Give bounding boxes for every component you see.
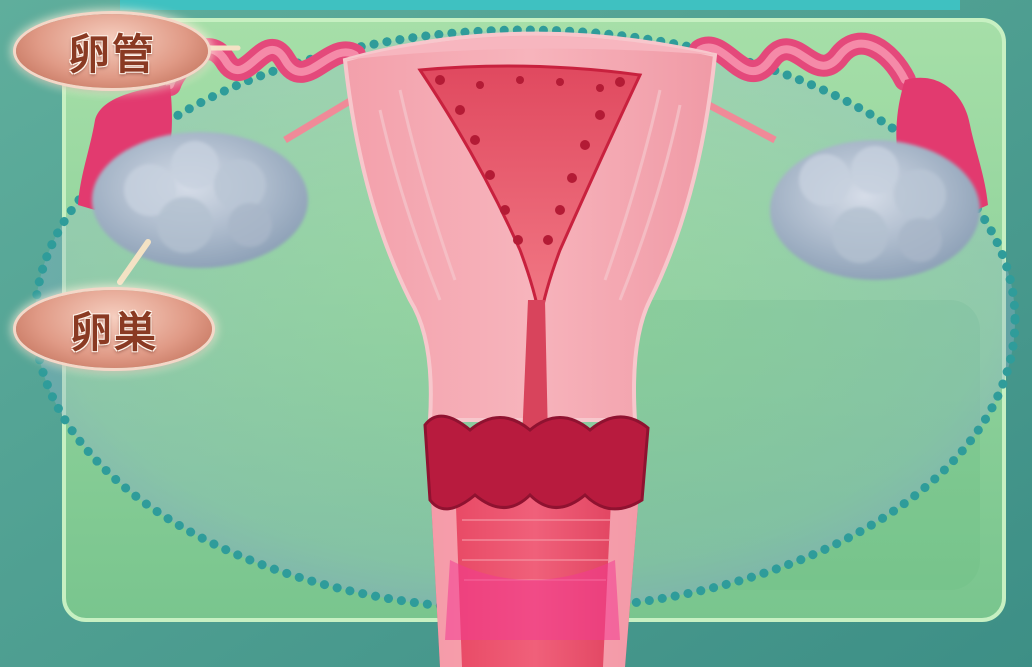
top-strip xyxy=(120,0,960,10)
fallopian-tube-label: 卵管 xyxy=(16,14,208,88)
cervix xyxy=(425,416,648,509)
fallopian-tube-label-text: 卵管 xyxy=(68,21,156,82)
ovary-right xyxy=(770,140,980,280)
ovary-left xyxy=(92,132,308,268)
ovary-label-text: 卵巣 xyxy=(70,299,158,360)
ovary-label: 卵巣 xyxy=(16,290,212,368)
